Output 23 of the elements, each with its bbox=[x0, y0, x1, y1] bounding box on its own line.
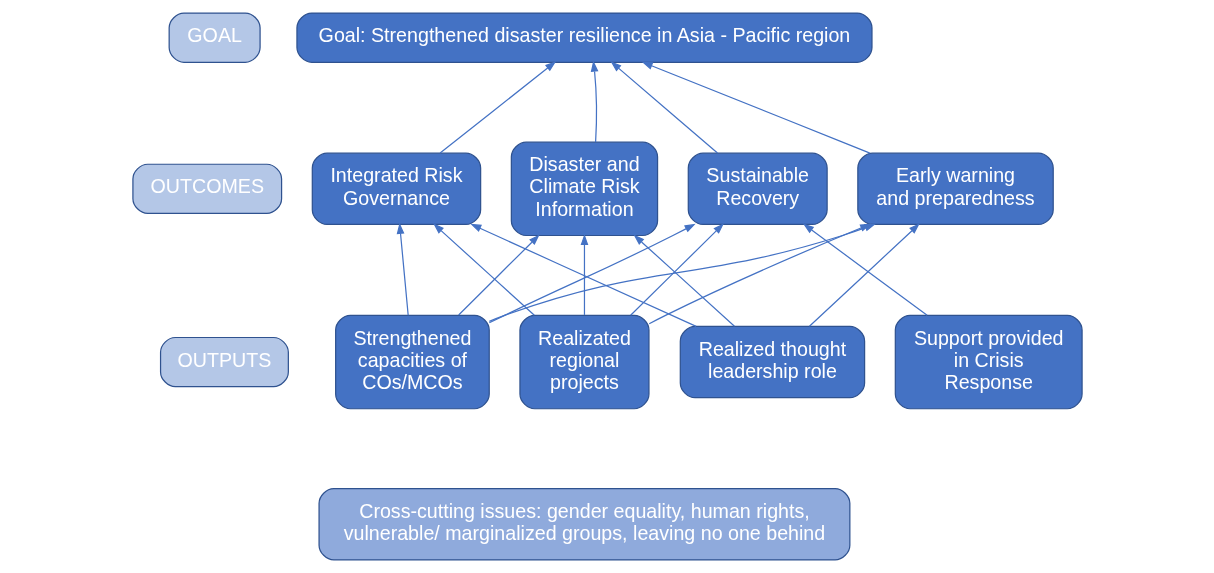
arrow bbox=[629, 223, 724, 316]
arrow bbox=[641, 61, 870, 154]
node-box: OUTPUTS bbox=[159, 336, 289, 388]
arrow bbox=[432, 223, 535, 316]
arrow bbox=[632, 234, 735, 327]
arrow bbox=[439, 61, 556, 154]
node-box: Disaster and Climate Risk Information bbox=[510, 141, 658, 237]
node-box: Integrated Risk Governance bbox=[311, 152, 481, 226]
node-box: Early warning and preparedness bbox=[856, 152, 1054, 226]
node-box: GOAL bbox=[168, 12, 261, 63]
node-box: Cross-cutting issues: gender equality, human rights, vulnerable/ marginalized groups, leaving no one behind bbox=[317, 488, 850, 561]
node-box: Realized thought leadership role bbox=[679, 325, 865, 399]
arrow bbox=[590, 60, 598, 143]
node-box: OUTCOMES bbox=[131, 163, 282, 214]
node-box: Goal: Strengthened disaster resilience in Asia - Pacific region bbox=[295, 12, 873, 63]
node-box: Sustainable Recovery bbox=[687, 152, 828, 226]
node-box: Support provided in Crisis Response bbox=[894, 314, 1083, 410]
node-box: Strengthened capacities of COs/MCOs bbox=[334, 314, 490, 410]
arrow bbox=[580, 233, 588, 316]
node-box: Realizated regional projects bbox=[518, 314, 650, 410]
arrow bbox=[457, 234, 540, 316]
arrow bbox=[610, 61, 718, 154]
arrow bbox=[396, 222, 409, 316]
